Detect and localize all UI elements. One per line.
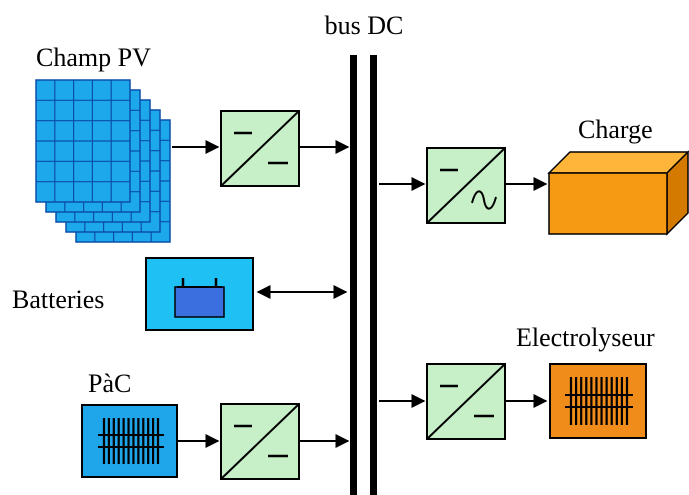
cell-plates: [565, 377, 633, 425]
charge-label: Charge: [578, 115, 653, 144]
battery-icon: [145, 257, 254, 331]
pv-label: Champ PV: [36, 43, 151, 72]
dc-ac-inverter-icon: [426, 147, 506, 224]
dc-dc-converter-icon: [426, 363, 506, 440]
dc-dc-converter-icon: [220, 110, 300, 187]
solar-panel-stack-icon: [35, 79, 171, 243]
pac-label: PàC: [88, 369, 131, 398]
batteries-label: Batteries: [12, 285, 104, 314]
pv-panel-sheet: [35, 79, 131, 203]
bus-label: bus DC: [325, 11, 404, 40]
dc-dc-converter-icon: [220, 403, 300, 480]
electrolyser-stack-icon: [549, 363, 647, 439]
fuel-cell-stack-icon: [81, 404, 178, 478]
electrolyseur-label: Electrolyseur: [516, 323, 655, 352]
cell-plates: [98, 418, 164, 464]
load-box-icon: [547, 150, 689, 236]
dc-bus: [350, 55, 377, 495]
